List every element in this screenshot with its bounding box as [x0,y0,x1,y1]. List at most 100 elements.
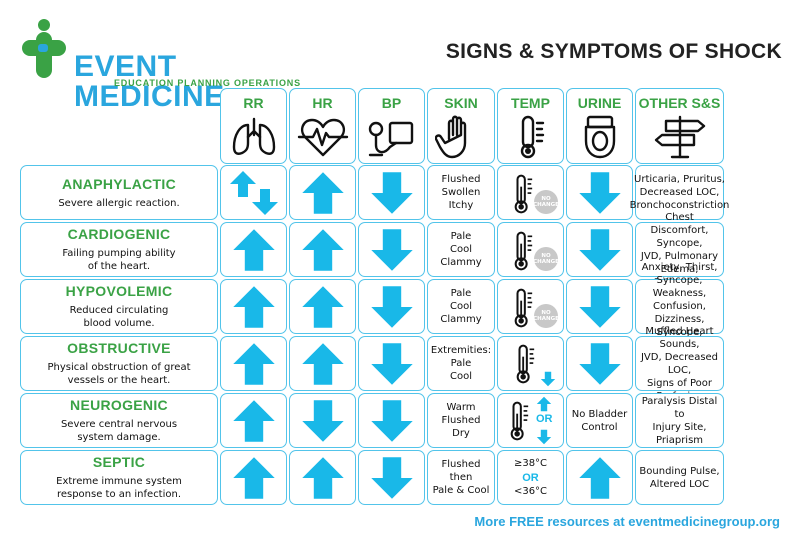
shock-name: SEPTIC [92,454,146,470]
down-arrow-icon [370,342,413,385]
down-arrow-icon [578,285,621,328]
cell-skin: Warm Flushed Dry [427,393,495,448]
cell-bp [358,393,425,448]
other-text: Urticaria, Pruritus, Decreased LOC, Bron… [629,174,730,211]
skin-text: Warm Flushed Dry [441,402,481,439]
cell-rr [220,165,287,220]
cell-bp [358,450,425,505]
up-arrow-icon [232,285,275,328]
shock-description: Physical obstruction of great vessels or… [47,362,191,386]
shock-description: Extreme immune system response to an inf… [56,476,182,500]
temp-down-arrow [536,429,552,445]
down-arrow-icon [578,342,621,385]
cell-other: Paralysis Distal to Injury Site, Priapri… [635,393,724,448]
lungs-icon [228,115,280,163]
other-text: Paralysis Distal to Injury Site, Priapri… [641,395,718,446]
cell-hr [289,222,356,277]
skin-text: Flushed then Pale & Cool [432,459,490,496]
up-arrow-icon [301,228,344,271]
column-header-other: OTHER S&S [635,88,724,164]
other-text: Muffled Heart Sounds, JVD, Decreased LOC… [640,325,719,402]
temp-down-arrow [540,371,556,387]
column-label-urine: URINE [577,95,622,111]
urine-text: No Bladder Control [571,408,628,433]
up-arrow-icon [578,456,621,499]
shock-type-neurogenic: NEUROGENIC Severe central nervous system … [20,393,218,448]
thermometer-icon [516,344,535,384]
cell-temp: OR [497,393,564,448]
thermometer-icon [505,115,557,163]
up-arrow-icon [232,228,275,271]
cell-other: Bounding Pulse, Altered LOC [635,450,724,505]
brand-name: EVENT MEDICINE [74,50,225,113]
cell-hr [289,393,356,448]
cell-rr [220,222,287,277]
cell-other: Urticaria, Pruritus, Decreased LOC, Bron… [630,165,729,220]
cell-other: Muffled Heart Sounds, JVD, Decreased LOC… [635,326,724,402]
cell-hr [289,279,356,334]
cell-skin: Pale Cool Clammy [427,222,495,277]
shock-name: OBSTRUCTIVE [67,340,171,356]
shock-description: Severe central nervous system damage. [60,419,178,443]
no-change-badge: NO CHANGE [533,304,559,328]
temp-or-label: OR [522,471,539,484]
brand-logo: EVENT MEDICINE EDUCATION PLANNING OPERAT… [22,18,322,112]
up-down-arrow-icon [229,170,278,215]
cell-temp [497,336,564,391]
footer-link[interactable]: More FREE resources at eventmedicinegrou… [474,514,780,529]
down-arrow-icon [370,399,413,442]
heart-pulse-icon [297,115,349,163]
shock-name: HYPOVOLEMIC [65,283,173,299]
down-arrow-icon [578,171,621,214]
column-label-skin: SKIN [444,95,478,111]
other-text: Bounding Pulse, Altered LOC [639,465,720,490]
signpost-icon [654,115,706,163]
column-label-bp: BP [381,95,402,111]
down-arrow-icon [301,399,344,442]
hand-icon [434,115,487,163]
cell-hr [289,336,356,391]
no-change-badge: NO CHANGE [533,247,559,271]
cell-bp [358,279,425,334]
no-change-badge: NO CHANGE [533,190,559,214]
toilet-icon [574,115,626,163]
cell-urine [566,222,633,277]
down-arrow-icon [370,228,413,271]
skin-text: Flushed Swollen Itchy [441,174,481,211]
shock-name: NEUROGENIC [70,397,168,413]
column-header-temp: TEMP [497,88,564,164]
cell-skin: Flushed Swollen Itchy [427,165,495,220]
column-label-hr: HR [312,95,333,111]
column-header-hr: HR [289,88,356,164]
up-arrow-icon [301,342,344,385]
cell-urine [566,279,633,334]
up-arrow-icon [301,171,344,214]
shock-description: Severe allergic reaction. [58,197,180,209]
column-label-temp: TEMP [511,95,550,111]
down-arrow-icon [578,228,621,271]
shock-name: CARDIOGENIC [67,226,171,242]
up-arrow-icon [301,285,344,328]
cell-rr [220,393,287,448]
temp-high-text: ≥38°C [513,457,548,469]
column-header-skin: SKIN [427,88,495,164]
cell-rr [220,450,287,505]
cell-urine [566,450,633,505]
skin-text: Extremities: Pale Cool [430,345,492,382]
up-arrow-icon [232,456,275,499]
up-arrow-icon [301,456,344,499]
temp-up-arrow [536,396,552,412]
up-arrow-icon [232,399,275,442]
up-arrow-icon [232,342,275,385]
shock-name: ANAPHYLACTIC [61,175,177,192]
thermometer-icon [510,401,529,441]
column-label-other: OTHER S&S [638,95,721,111]
column-label-rr: RR [243,95,264,111]
medical-cross-icon [22,19,66,78]
cell-hr [289,450,356,505]
down-arrow-icon [370,171,413,214]
column-header-urine: URINE [566,88,633,164]
cell-bp [358,222,425,277]
